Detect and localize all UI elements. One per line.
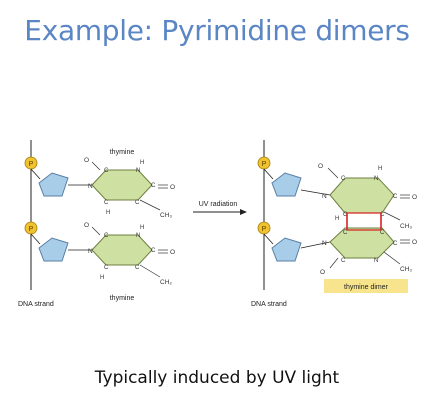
atom-h: H [335,216,339,222]
atom-h: H [106,210,110,216]
methyl-bond [139,199,161,211]
atom-n: N [136,233,140,239]
atom-c: C [393,194,398,200]
carbonyl-bond [329,257,339,269]
uv-radiation-label: UV radiation [199,201,238,208]
atom-n: N [322,240,327,247]
thymine-label-top: thymine [110,149,135,156]
top-left-link [30,168,41,180]
atom-c: C [393,241,398,247]
top-right-link [263,168,274,180]
methyl-group: CH₃ [400,223,412,230]
atom-o: O [320,269,325,276]
phosphate-label: P [29,161,34,168]
atom-h: H [378,166,382,172]
atom-c: C [341,258,346,264]
sugar-top-left [38,172,69,197]
atom-o: O [170,184,175,191]
phosphate-label: P [262,161,267,168]
atom-c: C [104,200,109,206]
thymine-ring-top-left [91,169,153,201]
atom-n: N [88,248,93,255]
atom-c: C [343,230,348,236]
atom-o: O [412,194,417,201]
left-panel: P thymine N C N H C C C H O O CH₃ P N C … [18,140,175,308]
uv-arrow: UV radiation [193,201,247,215]
dna-strand-label-right: DNA strand [251,301,287,308]
bottom-left-link [30,233,41,245]
thymine-label-bottom: thymine [110,295,135,302]
arrow-head [240,209,247,215]
thymine-ring-bottom-right [329,227,395,259]
thymine-dimer-label-bg [324,279,408,293]
atom-n: N [322,193,327,200]
atom-c: C [104,168,109,174]
bottom-right-link [263,233,274,245]
atom-o: O [170,249,175,256]
atom-c: C [343,212,348,218]
atom-c: C [151,183,156,189]
slide-caption: Typically induced by UV light [94,368,340,388]
atom-h: H [100,275,104,281]
thymine-ring-bottom-left [91,234,153,266]
right-panel: P N C N H C C C H O O CH₃ P N C C C N C [251,140,417,308]
dna-strand-label-left: DNA strand [18,301,54,308]
slide-title: Example: Pyrimidine dimers [24,14,410,47]
methyl-group: CH₃ [160,212,172,219]
atom-c: C [380,230,385,236]
atom-n: N [136,168,140,174]
atom-n: N [374,258,378,264]
atom-n: N [374,176,378,182]
atom-c: C [151,248,156,254]
sugar-top-right [271,172,302,197]
phosphate-label: P [262,226,267,233]
glycosidic-top-right [300,189,331,196]
atom-c: C [135,265,140,271]
carbonyl-bond [327,167,339,179]
methyl-bond [383,211,401,221]
glycosidic-bottom-right [300,241,331,249]
pyrimidine-dimer-diagram: P thymine N C N H C C C H O O CH₃ P N C … [18,140,417,308]
phosphate-label: P [29,226,34,233]
carbonyl-bond [91,226,101,236]
thymine-ring-top-right [329,177,395,214]
atom-c: C [104,265,109,271]
atom-c: C [380,212,385,218]
atom-o: O [84,222,89,229]
atom-h: H [140,160,144,166]
carbonyl-bond [91,161,101,171]
thymine-dimer-label: thymine dimer [344,284,389,291]
methyl-group: CH₂ [160,279,172,286]
sugar-bottom-right [271,237,302,262]
atom-h: H [140,225,144,231]
atom-o: O [318,163,323,170]
atom-c: C [135,200,140,206]
atom-c: C [341,176,346,182]
atom-n: N [88,183,93,190]
sugar-bottom-left [38,237,69,262]
atom-c: C [104,233,109,239]
atom-o: O [84,157,89,164]
methyl-group: CH₃ [400,266,412,273]
atom-o: O [412,239,417,246]
methyl-bond [383,251,401,265]
methyl-bond [139,264,161,278]
